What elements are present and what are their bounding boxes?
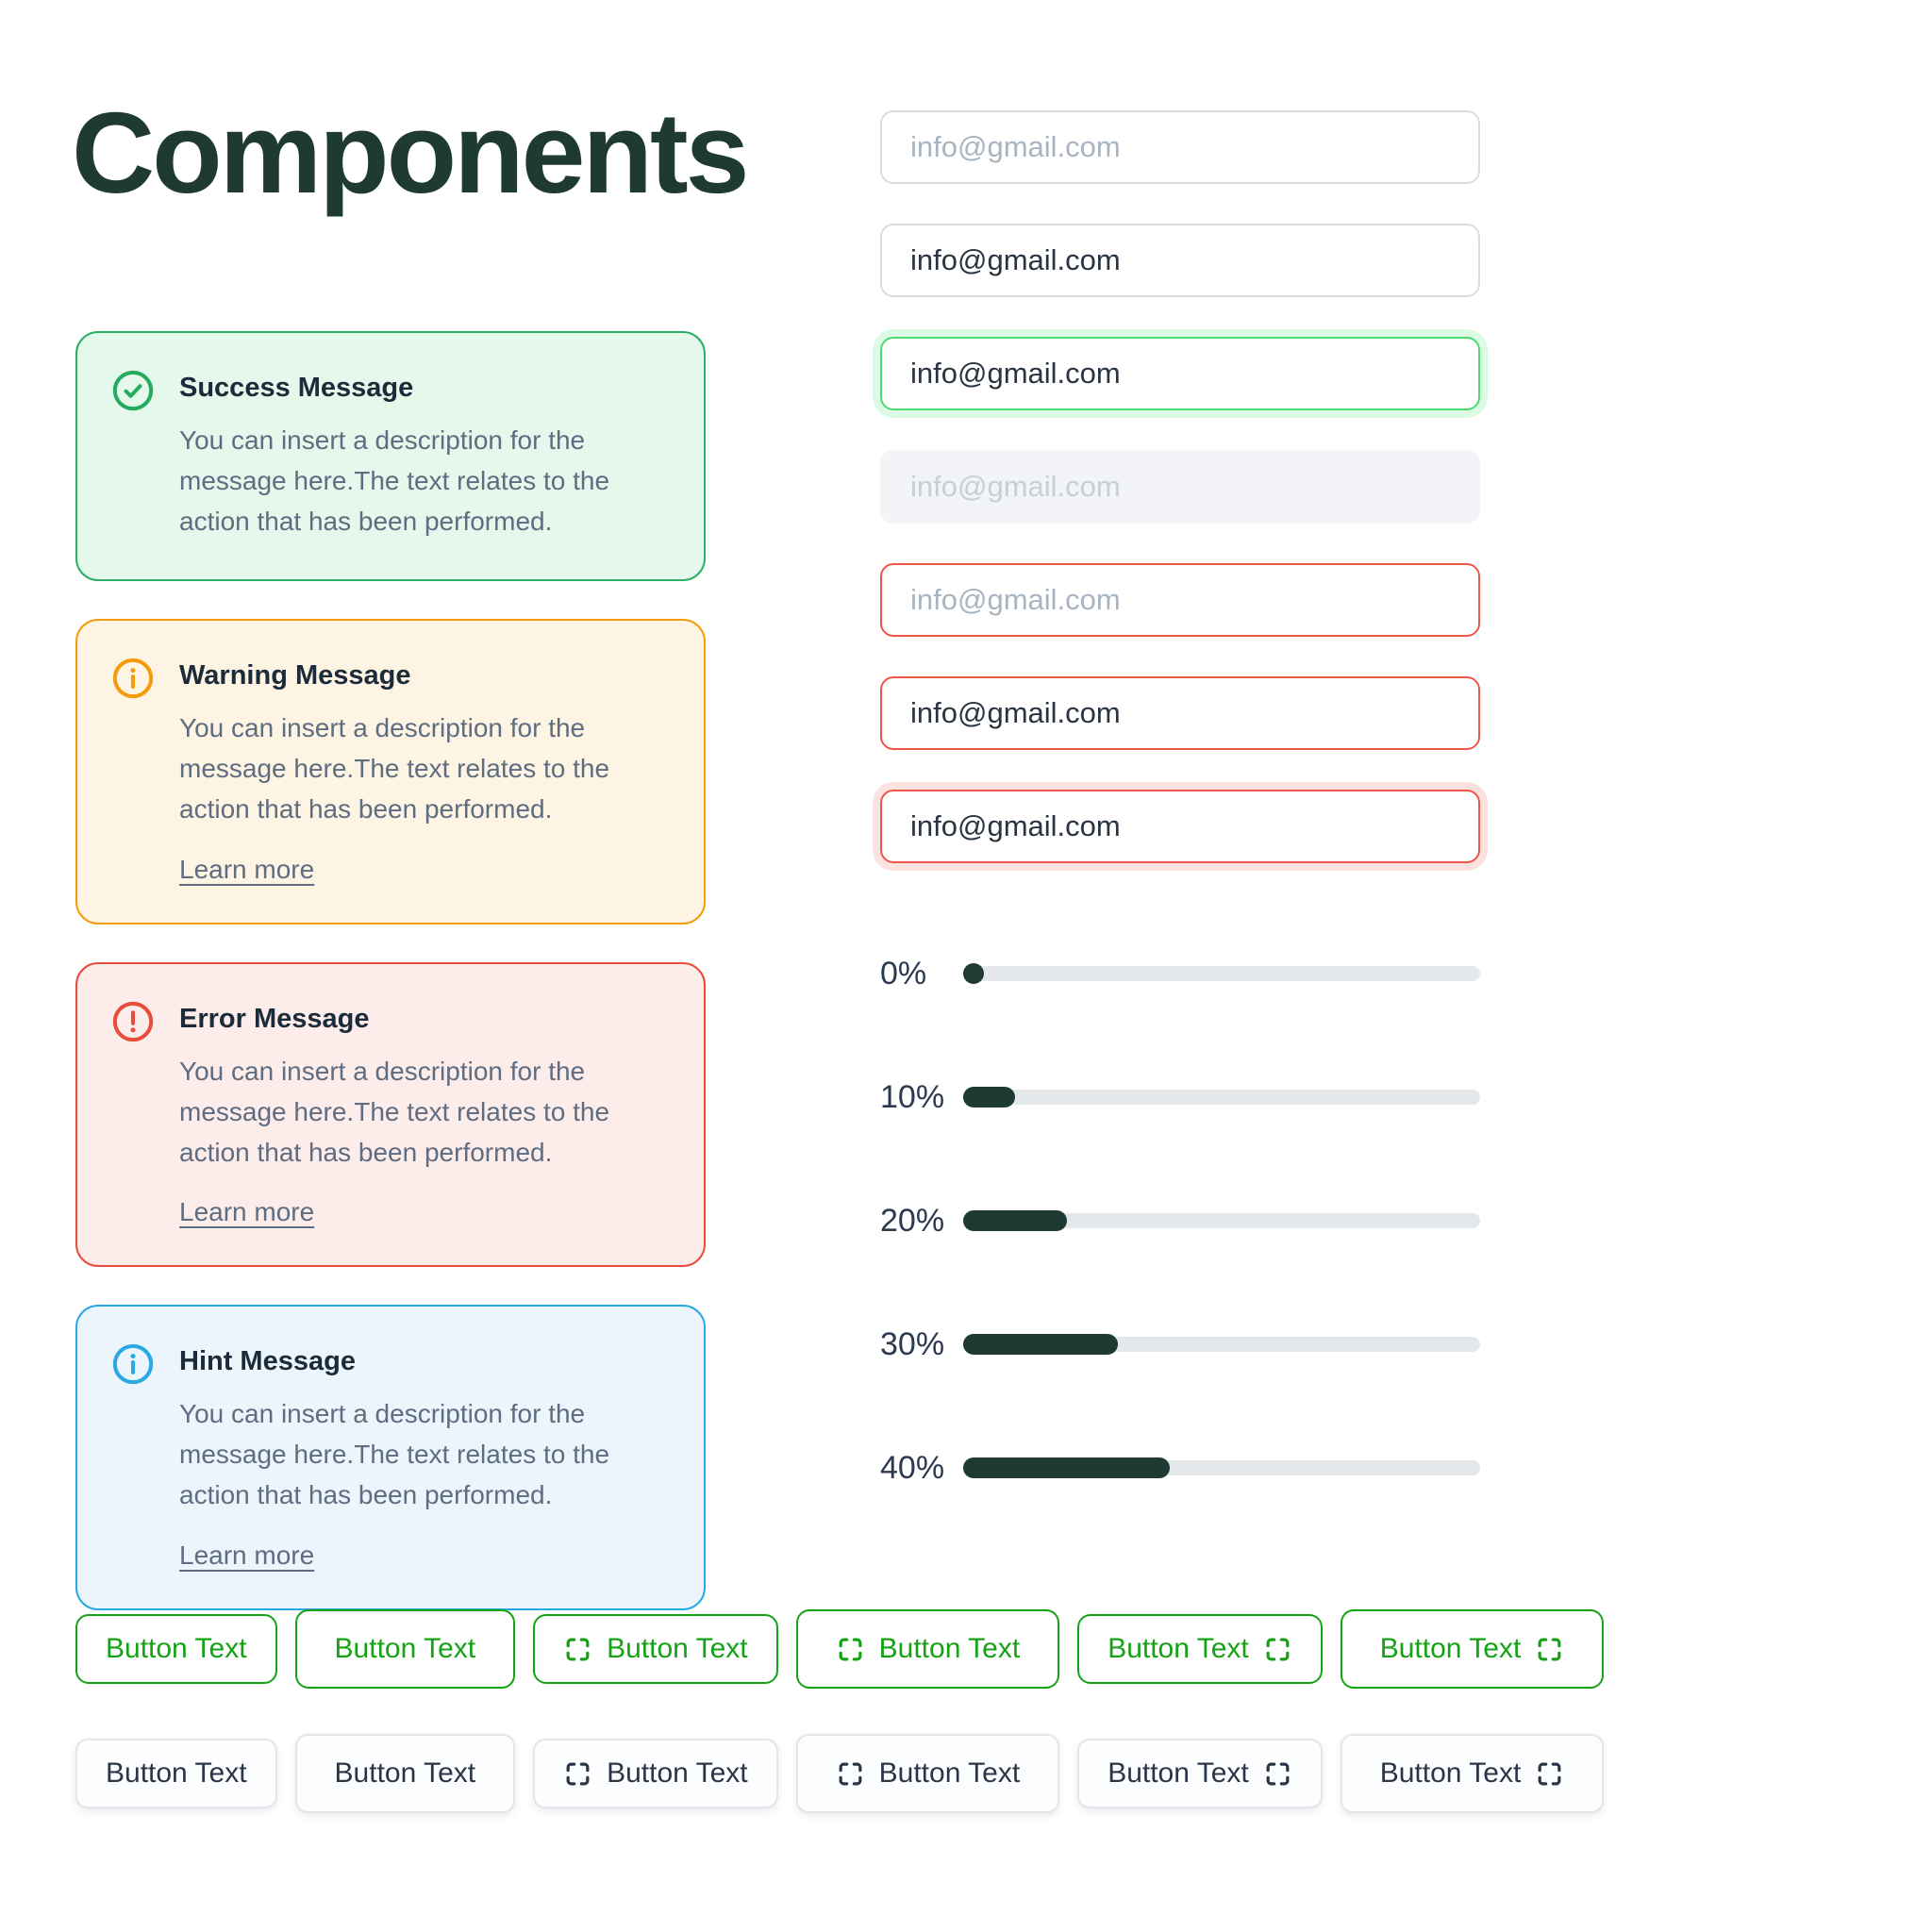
button-label: Button Text: [1379, 1757, 1522, 1789]
scan-icon: [563, 1635, 592, 1664]
button-label: Button Text: [334, 1633, 476, 1664]
scan-icon: [1263, 1635, 1292, 1664]
email-input-success-focus[interactable]: [880, 337, 1480, 410]
progress-track: [963, 1334, 1480, 1355]
primary-button-md[interactable]: Button Text: [294, 1609, 516, 1689]
email-input-disabled: [880, 450, 1480, 524]
scan-icon: [563, 1759, 592, 1789]
check-circle-icon: [111, 369, 155, 412]
secondary-button-sm[interactable]: Button Text: [75, 1739, 277, 1808]
button-label: Button Text: [106, 1757, 247, 1789]
button-label: Button Text: [106, 1633, 247, 1664]
alert-hint: Hint Message You can insert a descriptio…: [75, 1305, 706, 1610]
secondary-button-icon-left-sm[interactable]: Button Text: [533, 1739, 778, 1808]
progress-label: 30%: [880, 1325, 945, 1362]
scan-icon: [836, 1635, 865, 1664]
progress-section: 0% 10% 20% 30% 40%: [880, 955, 1480, 1487]
primary-button-icon-left-md[interactable]: Button Text: [795, 1609, 1060, 1689]
primary-button-icon-right-sm[interactable]: Button Text: [1077, 1614, 1323, 1684]
progress-row: 0%: [880, 955, 1480, 992]
progress-label: 40%: [880, 1449, 945, 1486]
exclamation-circle-icon: [111, 1000, 155, 1043]
alert-title: Error Message: [179, 1003, 370, 1034]
scan-icon: [1535, 1635, 1564, 1664]
alert-body: Error Message You can insert a descripti…: [179, 998, 668, 1227]
button-label: Button Text: [1108, 1633, 1249, 1664]
alert-description: You can insert a description for the mes…: [179, 1056, 610, 1167]
alert-description: You can insert a description for the mes…: [179, 425, 610, 536]
progress-fill: [963, 1210, 1067, 1231]
primary-button-icon-right-md[interactable]: Button Text: [1340, 1609, 1605, 1689]
progress-row: 10%: [880, 1078, 1480, 1116]
info-circle-icon: [111, 1342, 155, 1386]
email-input-error-focus[interactable]: [880, 790, 1480, 863]
alert-warning: Warning Message You can insert a descrip…: [75, 619, 706, 924]
progress-label: 20%: [880, 1202, 945, 1239]
alert-description: You can insert a description for the mes…: [179, 713, 610, 824]
email-input-default[interactable]: [880, 110, 1480, 184]
alert-success: Success Message You can insert a descrip…: [75, 331, 706, 582]
progress-label: 0%: [880, 955, 927, 991]
alerts-column: Success Message You can insert a descrip…: [75, 331, 706, 1610]
inputs-column: [880, 110, 1480, 863]
progress-fill: [963, 1457, 1171, 1478]
scan-icon: [836, 1759, 865, 1789]
learn-more-link[interactable]: Learn more: [179, 1540, 315, 1570]
email-input-filled[interactable]: [880, 224, 1480, 297]
email-input-error-empty[interactable]: [880, 563, 1480, 637]
alert-body: Success Message You can insert a descrip…: [179, 367, 668, 541]
secondary-button-md[interactable]: Button Text: [294, 1734, 516, 1813]
progress-label: 10%: [880, 1078, 945, 1115]
learn-more-link[interactable]: Learn more: [179, 1197, 315, 1227]
email-input-error-filled[interactable]: [880, 676, 1480, 750]
primary-button-icon-left-sm[interactable]: Button Text: [533, 1614, 778, 1684]
primary-button-sm[interactable]: Button Text: [75, 1614, 277, 1684]
progress-fill: [963, 1087, 1015, 1108]
alert-title: Success Message: [179, 373, 414, 403]
progress-row: 40%: [880, 1449, 1480, 1487]
button-label: Button Text: [334, 1757, 476, 1789]
alert-title: Warning Message: [179, 660, 411, 691]
alert-error: Error Message You can insert a descripti…: [75, 961, 706, 1268]
info-circle-icon: [111, 657, 155, 700]
scan-icon: [1535, 1759, 1564, 1789]
alert-description: You can insert a description for the mes…: [179, 1399, 610, 1510]
alert-body: Hint Message You can insert a descriptio…: [179, 1341, 668, 1570]
secondary-button-icon-left-md[interactable]: Button Text: [795, 1734, 1060, 1813]
scan-icon: [1263, 1759, 1292, 1789]
button-label: Button Text: [878, 1633, 1021, 1664]
progress-fill: [963, 1334, 1119, 1355]
button-label: Button Text: [1379, 1633, 1522, 1664]
primary-button-row: Button Text Button Text Button Text Butt…: [75, 1609, 1605, 1689]
secondary-button-icon-right-sm[interactable]: Button Text: [1077, 1739, 1323, 1808]
progress-row: 20%: [880, 1202, 1480, 1240]
learn-more-link[interactable]: Learn more: [179, 854, 315, 884]
progress-track: [963, 963, 1480, 984]
progress-track: [963, 1457, 1480, 1478]
progress-track: [963, 1210, 1480, 1231]
secondary-button-row: Button Text Button Text Button Text Butt…: [75, 1734, 1605, 1813]
button-label: Button Text: [1108, 1757, 1249, 1789]
button-label: Button Text: [607, 1757, 748, 1789]
secondary-button-icon-right-md[interactable]: Button Text: [1340, 1734, 1605, 1813]
progress-row: 30%: [880, 1325, 1480, 1363]
alert-body: Warning Message You can insert a descrip…: [179, 655, 668, 884]
page-title: Components: [72, 89, 750, 217]
button-label: Button Text: [607, 1633, 748, 1664]
progress-fill: [963, 963, 984, 984]
alert-title: Hint Message: [179, 1346, 356, 1377]
progress-track: [963, 1087, 1480, 1108]
button-label: Button Text: [878, 1757, 1021, 1789]
